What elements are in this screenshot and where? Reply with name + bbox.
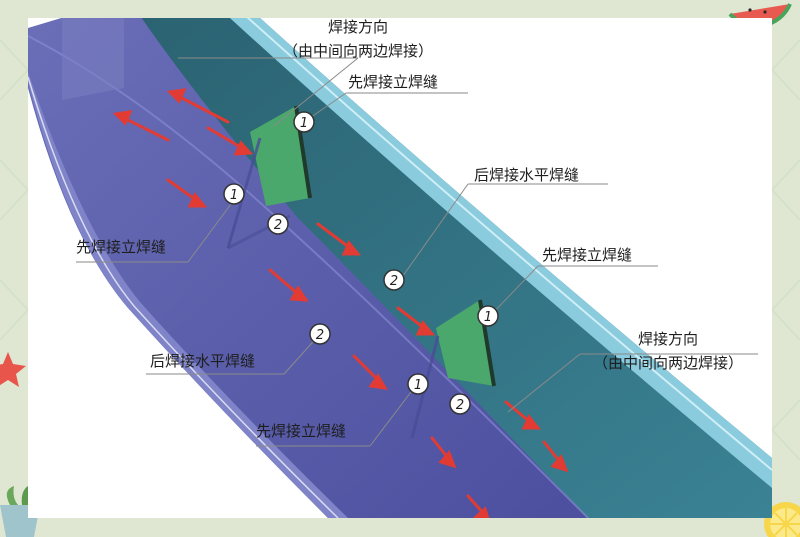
marker-number: 1 [414,378,422,393]
label-weld-direction-top: 焊接方向 [327,18,389,36]
leader-line [187,199,235,263]
label-first-vertical-left: 先焊接立焊缝 [76,238,167,256]
arrow-head [112,110,133,126]
label-later-horizontal-left: 后焊接水平焊缝 [150,352,256,370]
marker-1-top: 1 [293,111,315,133]
direction-arrow [430,436,450,460]
leader-line [507,353,581,413]
stiffener-plate-upper [250,106,310,206]
arrow-head [233,140,254,156]
label-weld-direction-right: 焊接方向 [637,330,699,348]
marker-2-upper: 2 [267,213,289,235]
arrow-head [341,240,362,256]
weld-direction-arrows [112,88,569,518]
curved-girder-diagram: 1 1 2 2 1 2 1 2 [28,18,772,518]
label-weld-direction-top-note: （由中间向两边焊接） [282,42,434,60]
marker-number: 1 [230,188,238,203]
arrow-head [289,285,309,302]
left-diaphragm [62,18,124,100]
direction-arrow [176,94,230,124]
arrow-head [415,320,436,336]
label-first-vertical-bottom: 先焊接立焊缝 [256,422,347,440]
marker-1-left: 1 [223,183,245,205]
marker-number: 1 [300,116,308,131]
arrow-head [368,373,388,390]
direction-arrow [122,116,170,142]
leader-line [273,57,359,127]
arrow-head [187,192,208,208]
direction-arrow [206,126,244,150]
marker-2-bottom: 2 [449,393,471,415]
marker-number: 1 [484,310,492,325]
arrow-head [166,88,187,104]
arrow-head [438,450,457,469]
arrow-head [521,414,542,430]
diagram-card: 1 1 2 2 1 2 1 2 焊接方向 （由 [28,18,772,518]
label-weld-direction-right-note: （由中间向两边焊接） [592,354,744,372]
top-flange [229,18,772,488]
starfish-icon [0,352,26,387]
direction-arrow [268,268,300,296]
marker-1-bottom: 1 [407,373,429,395]
lemon-slice-icon [764,502,800,537]
label-later-horizontal-right: 后焊接水平焊缝 [474,166,580,184]
leader-line [399,183,469,281]
marker-number: 2 [456,398,464,413]
marker-2-left: 2 [309,323,331,345]
marker-number: 2 [316,328,324,343]
direction-arrow [396,306,426,330]
direction-arrow [542,440,562,464]
inner-web [28,18,588,518]
leader-line [369,387,415,447]
arrow-head [473,506,490,518]
direction-arrow [166,178,198,202]
direction-arrow [352,354,380,382]
label-first-vertical-right: 先焊接立焊缝 [542,246,633,264]
marker-number: 2 [274,218,282,233]
marker-2-middle: 2 [383,269,405,291]
direction-arrow [316,222,352,250]
label-first-vertical-top: 先焊接立焊缝 [348,73,439,91]
arrow-head [550,454,569,473]
marker-1-right: 1 [477,305,499,327]
direction-arrow [504,400,532,424]
marker-number: 2 [390,274,398,289]
